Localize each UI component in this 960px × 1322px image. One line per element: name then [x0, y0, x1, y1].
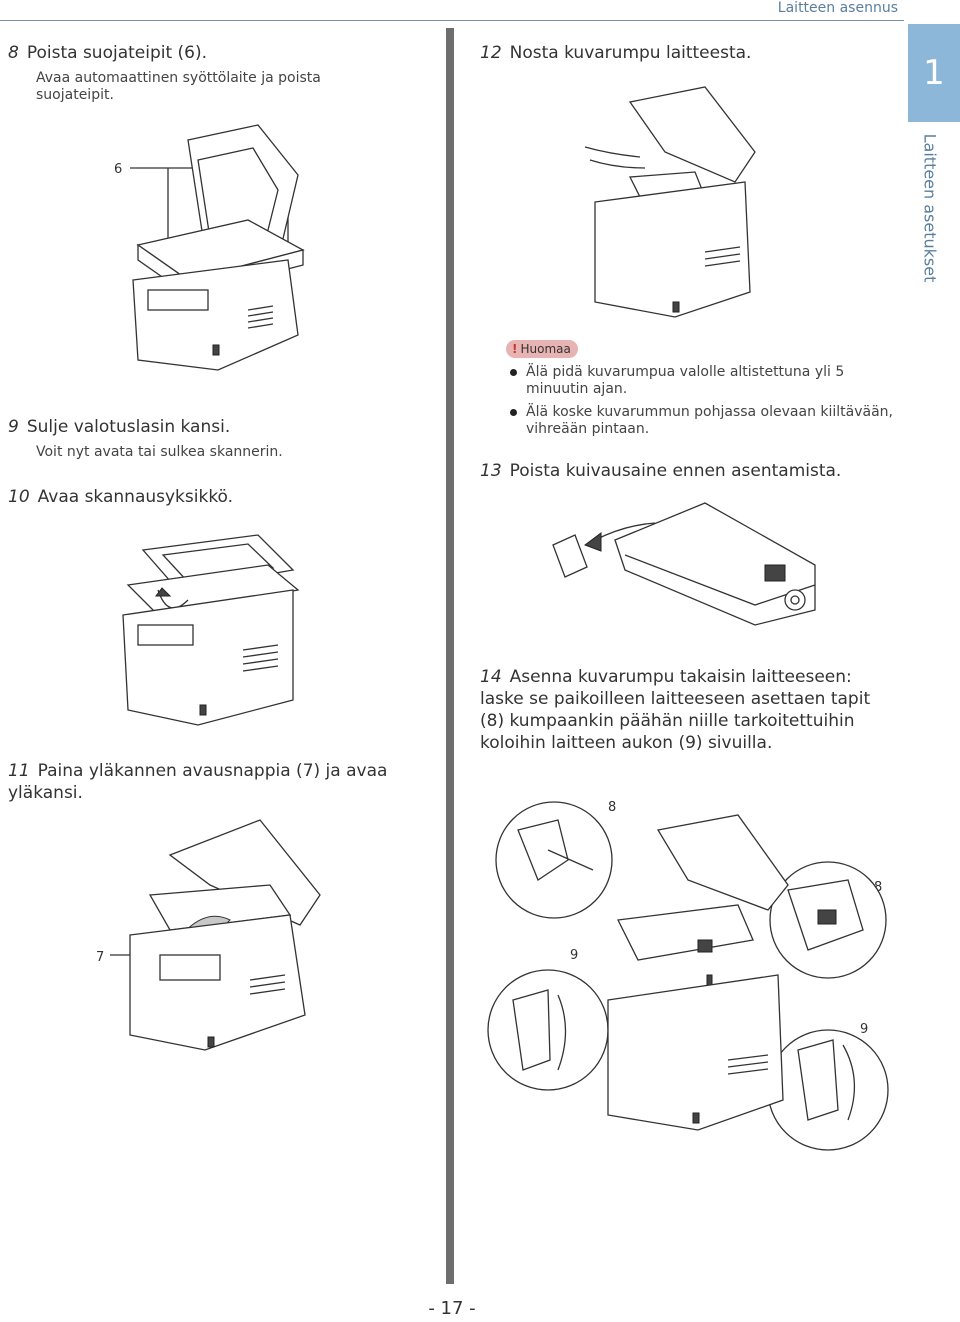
illustration-open-scanner-unit	[122, 534, 300, 726]
step-11-text: Paina yläkannen avausnappia (7) ja avaa …	[8, 761, 388, 803]
step-9: 9 Sulje valotuslasin kansi.	[8, 416, 428, 438]
header-rule	[0, 20, 904, 21]
bullet-dot	[510, 369, 517, 376]
step-12-text: Nosta kuvarumpu laitteesta.	[509, 43, 752, 63]
step-14-text: Asenna kuvarumpu takaisin laitteeseen: l…	[480, 667, 871, 753]
step-10-number: 10	[8, 487, 30, 507]
bullet-dot	[510, 409, 517, 416]
callout-8-right: 8	[874, 880, 883, 895]
step-8-subtext: Avaa automaattinen syöttölaite ja poista…	[36, 70, 321, 103]
illustration-protective-tapes	[130, 124, 305, 371]
detail-circle-pins-left	[495, 801, 613, 919]
note-badge: !Huomaa	[506, 340, 578, 358]
page-header-title: Laitteen asennus	[777, 0, 898, 16]
note-badge-mark: !	[512, 342, 518, 356]
step-8-number: 8	[8, 43, 19, 63]
note-badge-label: Huomaa	[520, 342, 571, 356]
column-divider	[446, 28, 454, 1284]
illustration-remove-desiccant	[552, 502, 816, 626]
step-10-text: Avaa skannausyksikkö.	[37, 487, 234, 507]
step-14-number: 14	[480, 667, 502, 687]
callout-9-right: 9	[860, 1022, 869, 1037]
chapter-tab-number: 1	[908, 24, 960, 122]
step-13-text: Poista kuivausaine ennen asentamista.	[509, 461, 842, 481]
detail-circle-slot-right	[767, 1029, 889, 1151]
step-13: 13 Poista kuivausaine ennen asentamista.	[480, 460, 900, 482]
note-bullet-2-text: Älä koske kuvarummun pohjassa olevaan ki…	[526, 404, 894, 437]
callout-7: 7	[96, 950, 105, 965]
note-bullet-2: Älä koske kuvarummun pohjassa olevaan ki…	[510, 404, 896, 438]
step-9-text: Sulje valotuslasin kansi.	[26, 417, 231, 437]
illustration-lift-image-drum	[584, 86, 756, 318]
step-12-number: 12	[480, 43, 502, 63]
chapter-tab-label: Laitteen asetukset	[900, 120, 960, 295]
illustration-install-image-drum	[487, 801, 889, 1151]
callout-9-left: 9	[570, 948, 579, 963]
detail-circle-slot-left	[487, 969, 609, 1091]
chapter-tab-label-text: Laitteen asetukset	[920, 133, 940, 282]
step-12: 12 Nosta kuvarumpu laitteesta.	[480, 42, 900, 64]
step-10: 10 Avaa skannausyksikkö.	[8, 486, 428, 508]
callout-6: 6	[114, 162, 123, 177]
step-11-number: 11	[8, 761, 30, 781]
step-9-subtext: Voit nyt avata tai sulkea skannerin.	[36, 444, 283, 460]
step-13-number: 13	[480, 461, 502, 481]
page-number: - 17 -	[428, 1298, 476, 1319]
step-8: 8 Poista suojateipit (6).	[8, 42, 428, 64]
step-9-number: 9	[8, 417, 19, 437]
step-8-text: Poista suojateipit (6).	[26, 43, 208, 63]
note-bullet-1-text: Älä pidä kuvarumpua valolle altistettuna…	[526, 364, 845, 397]
note-bullet-1: Älä pidä kuvarumpua valolle altistettuna…	[510, 364, 896, 398]
illustration-open-top-cover	[110, 819, 321, 1051]
callout-8-top: 8	[608, 800, 617, 815]
